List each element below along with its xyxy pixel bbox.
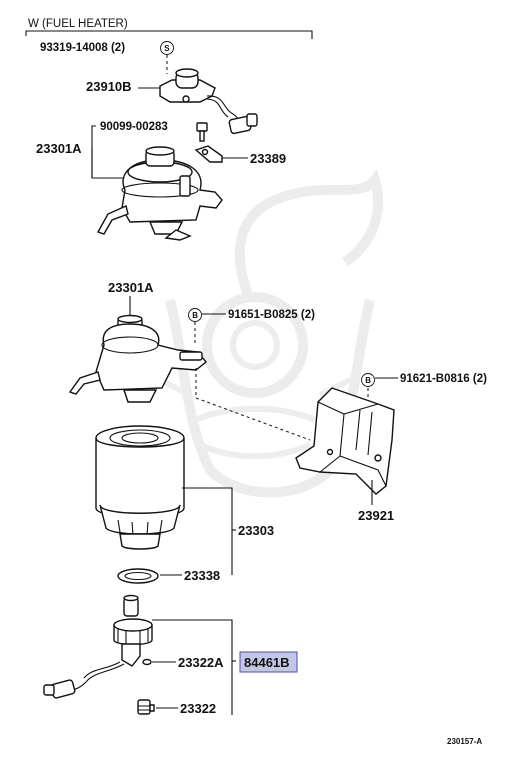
bolt-90099 — [196, 122, 208, 142]
bracket-23389 — [194, 145, 223, 163]
svg-text:B: B — [192, 311, 198, 320]
label-sensor-lower: 23322 — [180, 701, 216, 716]
diagram-code: 230157-A — [447, 737, 482, 746]
label-highlight[interactable]: 84461B — [244, 655, 290, 670]
label-bracket-large: 23921 — [358, 508, 394, 523]
screw-symbol-icon: S — [160, 41, 174, 55]
label-screw-1: 93319-14008 (2) — [40, 42, 125, 54]
bolt-symbol-icon-2: B — [361, 373, 375, 387]
label-sensor-upper: 23910B — [86, 79, 132, 94]
header-bracket — [25, 30, 313, 39]
sensor-23322 — [43, 594, 153, 699]
sensor-23910b — [159, 68, 258, 135]
oring-23322a — [142, 658, 152, 666]
pump-23301a-upper — [96, 146, 223, 241]
bracket-23921 — [295, 387, 395, 495]
label-bolt-3: 91621-B0816 (2) — [400, 373, 487, 385]
filter-23303 — [95, 425, 185, 550]
header-title: W (FUEL HEATER) — [28, 18, 128, 30]
pump-23301a-lower — [68, 314, 207, 403]
label-bolt-1: 90099-00283 — [100, 121, 168, 133]
svg-text:B: B — [365, 376, 371, 385]
label-pump-lower: 23301A — [108, 280, 154, 295]
gasket-23338 — [117, 568, 159, 584]
label-oring: 23322A — [178, 655, 224, 670]
label-bolt-2: 91651-B0825 (2) — [228, 309, 315, 321]
label-filter: 23303 — [238, 523, 274, 538]
svg-text:S: S — [164, 44, 170, 53]
watermark-emblem — [158, 168, 384, 498]
label-gasket: 23338 — [184, 568, 220, 583]
label-bracket-small: 23389 — [250, 151, 286, 166]
label-pump-upper: 23301A — [36, 141, 82, 156]
bolt-symbol-icon: B — [188, 308, 202, 322]
sensor-small-23322 — [137, 699, 155, 715]
highlight-part-number[interactable]: 84461B — [239, 651, 298, 673]
